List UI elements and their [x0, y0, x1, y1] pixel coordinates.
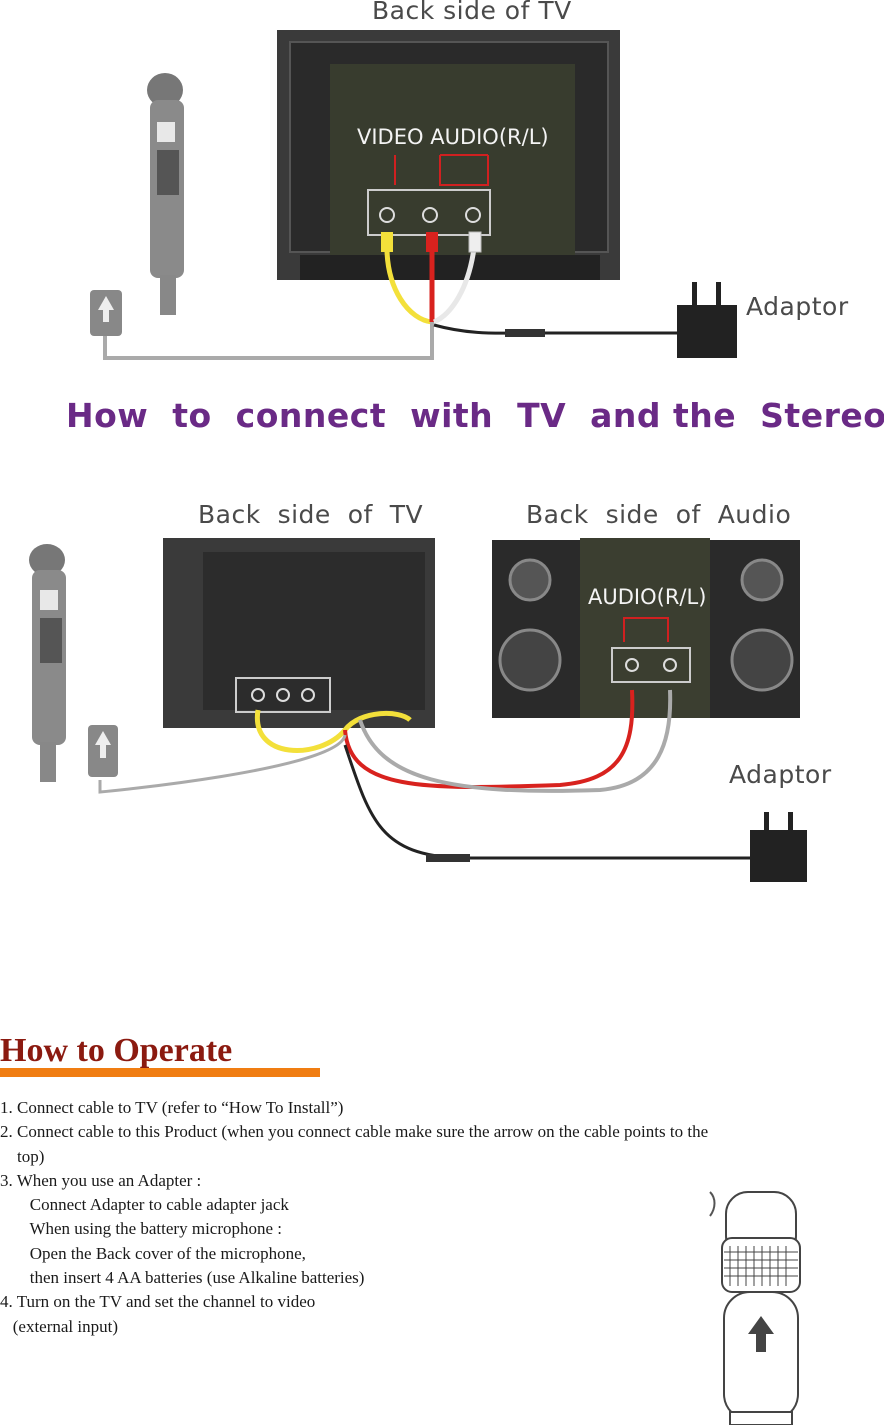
microphone-1	[147, 73, 184, 315]
operate-step-line: top)	[0, 1146, 45, 1166]
tv-back-2	[163, 538, 435, 728]
operate-title: How to Operate	[0, 1032, 233, 1069]
stereo-connection-diagram	[29, 538, 807, 882]
operate-step-line: then insert 4 AA batteries (use Alkaline…	[0, 1268, 365, 1288]
tv-connection-diagram	[90, 30, 737, 360]
section-heading: How to connect with TV and the Stereo	[66, 396, 884, 435]
adaptor-2	[750, 812, 807, 882]
operate-step-line: When using the battery microphone :	[0, 1219, 283, 1239]
operate-step-line: (external input)	[0, 1316, 119, 1336]
microphone-2	[29, 544, 66, 782]
operate-step-line: Open the Back cover of the microphone,	[0, 1243, 306, 1263]
adaptor-1	[677, 282, 737, 358]
operate-step-line: 2. Connect cable to this Product (when y…	[0, 1122, 709, 1142]
adaptor-label-2: Adaptor	[729, 760, 832, 789]
tv-back-1	[277, 30, 620, 280]
operate-step-line: 3. When you use an Adapter :	[0, 1170, 202, 1190]
tv-back-label-1: Back side of TV	[372, 0, 572, 25]
tv-screen-label-1: VIDEO AUDIO(R/L)	[357, 125, 549, 149]
cable-plug-1	[90, 290, 122, 336]
audio-screen-label: AUDIO(R/L)	[588, 585, 707, 609]
audio-back	[492, 538, 800, 718]
cable-plug-2	[88, 725, 118, 777]
audio-back-label: Back side of Audio	[526, 500, 792, 529]
cable-connector-illustration	[709, 1191, 801, 1425]
adaptor-label-1: Adaptor	[746, 292, 849, 321]
operate-steps: 1. Connect cable to TV (refer to “How To…	[0, 1096, 708, 1339]
operate-step-line: Connect Adapter to cable adapter jack	[0, 1195, 289, 1215]
operate-title-underline	[0, 1068, 320, 1077]
operate-step-line: 1. Connect cable to TV (refer to “How To…	[0, 1098, 344, 1117]
tv-back-label-2: Back side of TV	[198, 500, 424, 529]
arrow-up-icon	[748, 1316, 774, 1352]
operate-step-line: 4. Turn on the TV and set the channel to…	[0, 1292, 316, 1312]
